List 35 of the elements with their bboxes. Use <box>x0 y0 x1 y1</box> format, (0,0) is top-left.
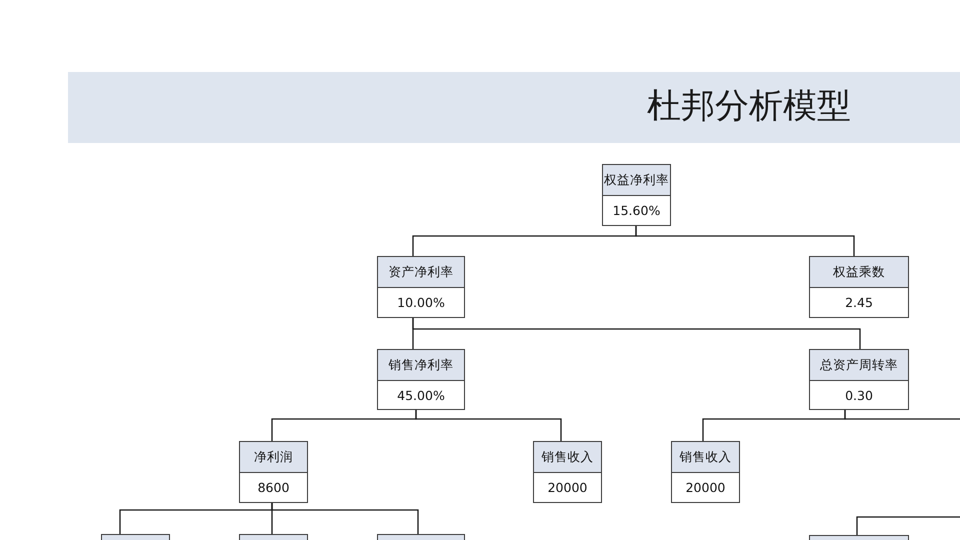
metric-value: 8600 <box>256 479 290 497</box>
connector-line <box>412 318 861 349</box>
metric-value: 45.00% <box>396 386 446 404</box>
metric-name: 权益净利率 <box>603 165 670 196</box>
metric-box <box>377 349 465 410</box>
title: 杜邦分析模型 <box>647 87 851 127</box>
metric-box <box>809 256 909 318</box>
metric-box <box>533 441 602 503</box>
metric-box <box>239 441 308 503</box>
metric-box <box>809 535 909 540</box>
metric-name: 资产净利率 <box>378 257 464 288</box>
metric-name: 总资产周转率 <box>810 350 908 381</box>
metric-name: 销售收入 <box>534 442 601 473</box>
connector-line <box>415 410 562 441</box>
metric-box <box>602 164 671 226</box>
connector-line <box>271 503 419 534</box>
metric-name: 净利润 <box>240 442 307 473</box>
metric-value: 0.30 <box>844 386 874 404</box>
metric-box <box>377 256 465 318</box>
metric-name: 销售收入 <box>672 442 739 473</box>
metric-box <box>809 349 909 410</box>
connector-line <box>844 410 960 420</box>
metric-value: 10.00% <box>396 294 446 312</box>
metric-box <box>101 534 170 540</box>
metric-name: 权益乘数 <box>810 257 908 288</box>
metric-value: 2.45 <box>844 294 874 312</box>
connector-line <box>635 226 855 256</box>
metric-value: 15.60% <box>612 202 662 220</box>
metric-box <box>239 534 308 540</box>
metric-value: 20000 <box>684 479 726 497</box>
metric-box <box>377 534 465 540</box>
connector-line <box>856 516 960 535</box>
metric-box <box>671 441 740 503</box>
metric-name: 销售净利率 <box>378 350 464 381</box>
metric-value: 20000 <box>546 479 588 497</box>
